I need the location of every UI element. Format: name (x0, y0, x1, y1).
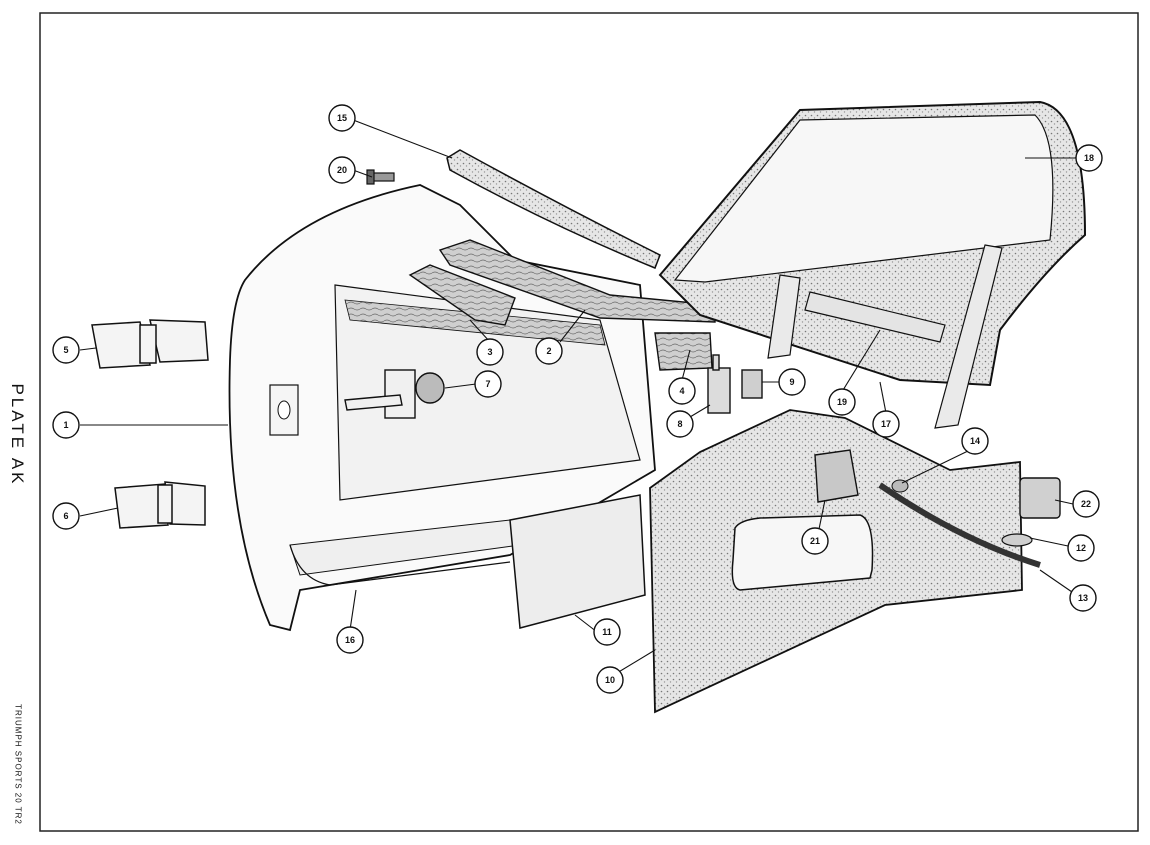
callout-20: 20 (337, 165, 347, 175)
callout-12: 12 (1076, 543, 1086, 553)
sidescreen-flap-19 (804, 291, 946, 343)
callout-18: 18 (1084, 153, 1094, 163)
callout-3: 3 (487, 347, 492, 357)
callout-circle-1 (52, 411, 80, 439)
callout-circle-16 (336, 626, 364, 654)
callout-1: 1 (63, 420, 68, 430)
callout-circle-14 (961, 427, 989, 455)
lock-8 (707, 354, 731, 414)
plate-title: PLATE AK (8, 383, 27, 487)
callout-circle-13 (1069, 584, 1097, 612)
sidescreen-window (673, 114, 1054, 283)
pull-strap-13 (878, 482, 1041, 568)
plate-credit: TRIUMPH SPORTS 20 TR2 (13, 704, 23, 825)
sidescreen-strap-right (934, 244, 1003, 429)
callout-11: 11 (602, 627, 612, 637)
callout-13: 13 (1078, 593, 1088, 603)
callout-circle-10 (596, 666, 624, 694)
callout-circle-11 (593, 618, 621, 646)
wood-block-4 (654, 332, 713, 371)
interior-handle-21 (814, 449, 859, 503)
sidescreen-strap-left (767, 274, 801, 359)
callout-circle-22 (1072, 490, 1100, 518)
callout-14: 14 (970, 436, 980, 446)
striker-9 (741, 369, 763, 399)
callout-17: 17 (881, 419, 891, 429)
callout-9: 9 (789, 377, 794, 387)
door-seal-16 (289, 544, 511, 586)
callout-circle-17 (872, 410, 900, 438)
callout-circle-9 (778, 368, 806, 396)
callout-circle-15 (328, 104, 356, 132)
callout-circle-21 (801, 527, 829, 555)
callout-circle-19 (828, 388, 856, 416)
clip-14 (891, 479, 909, 493)
callout-circle-4 (668, 377, 696, 405)
callout-19: 19 (837, 397, 847, 407)
callout-6: 6 (63, 511, 68, 521)
hinge-5 (91, 319, 209, 369)
callout-circle-6 (52, 502, 80, 530)
callout-22: 22 (1081, 499, 1091, 509)
escutcheon-12 (1001, 533, 1033, 547)
callout-4: 4 (679, 386, 684, 396)
hinge-6 (114, 481, 206, 529)
callout-circle-5 (52, 336, 80, 364)
top-finisher-15 (446, 149, 661, 269)
remote-control-7 (344, 369, 445, 419)
callout-circle-3 (476, 338, 504, 366)
callout-circle-2 (535, 337, 563, 365)
callout-7: 7 (485, 379, 490, 389)
callouts (52, 104, 1103, 694)
callout-8: 8 (677, 419, 682, 429)
plate-border (39, 12, 1139, 832)
callout-circle-20 (328, 156, 356, 184)
callout-16: 16 (345, 635, 355, 645)
callout-10: 10 (605, 675, 615, 685)
callout-circle-12 (1067, 534, 1095, 562)
callout-circle-8 (666, 410, 694, 438)
callout-15: 15 (337, 113, 347, 123)
pocket-tray-11 (509, 494, 646, 629)
handle-22 (1019, 477, 1061, 519)
callout-5: 5 (63, 345, 68, 355)
wood-rail-3 (408, 264, 516, 326)
callout-circle-7 (474, 370, 502, 398)
pocket-opening (731, 514, 874, 591)
callout-circle-18 (1075, 144, 1103, 172)
callout-2: 2 (546, 346, 551, 356)
callout-21: 21 (810, 536, 820, 546)
